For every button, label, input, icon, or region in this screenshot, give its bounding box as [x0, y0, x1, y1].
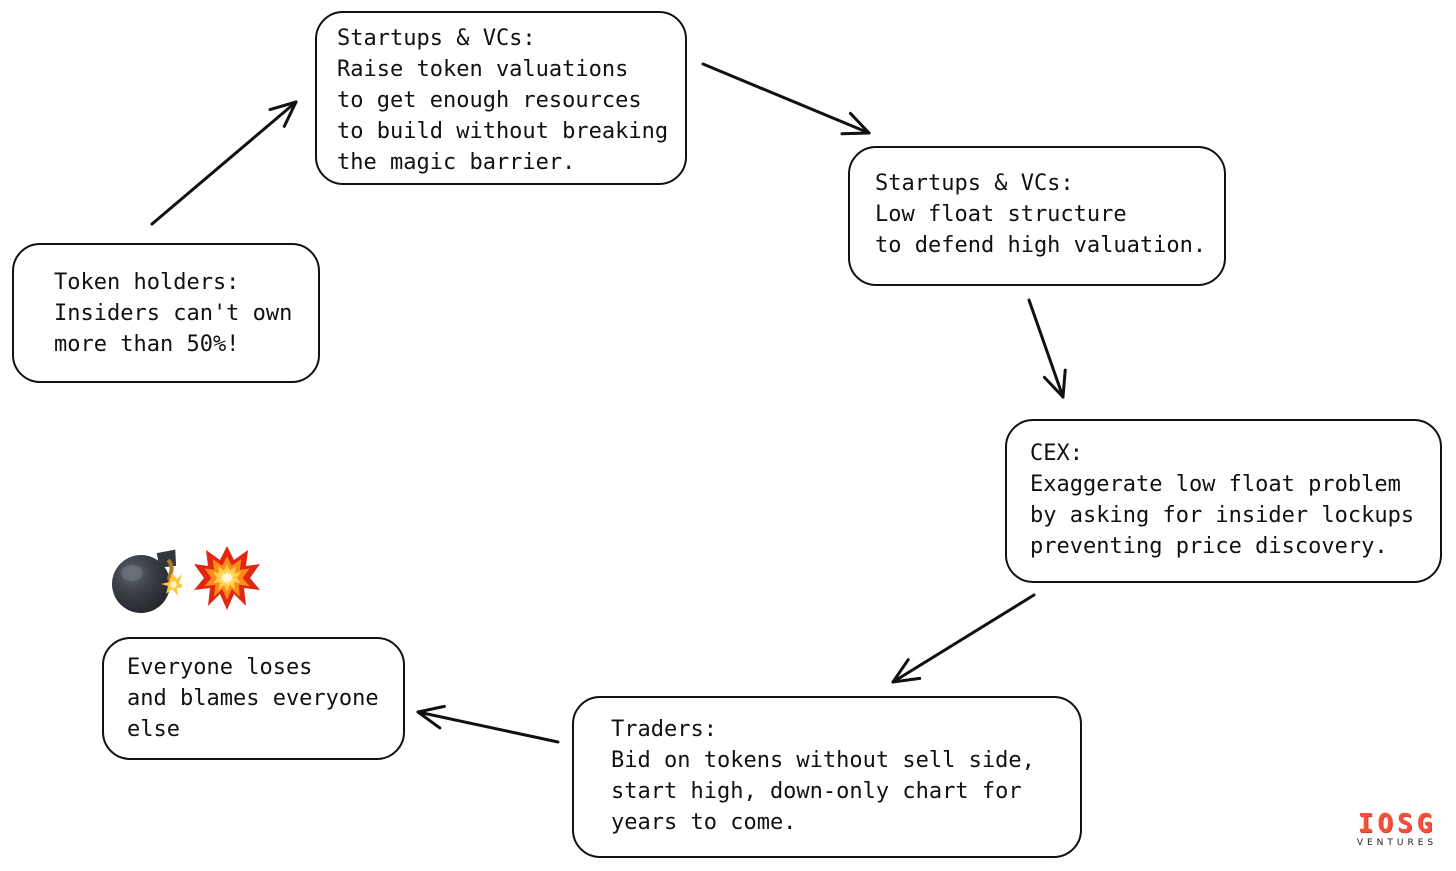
flow-arrow: [891, 593, 1036, 684]
bomb-icon: [112, 549, 182, 613]
node-text-line: else: [127, 717, 180, 742]
node-text-line: Insiders can't own: [54, 301, 293, 326]
flow-arrow: [150, 100, 298, 226]
node-text-line: Exaggerate low float problem: [1030, 472, 1401, 497]
node-text-line: to defend high valuation.: [875, 233, 1207, 258]
node-text-line: and blames everyone: [127, 686, 379, 711]
flow-arrow: [1027, 298, 1067, 399]
node-text-line: to get enough resources: [337, 88, 642, 113]
node-startups-raise-valuations: Startups & VCs: Raise token valuations t…: [315, 11, 687, 185]
flow-arrow: [416, 704, 560, 744]
node-text-line: Traders:: [611, 717, 717, 742]
node-text-line: by asking for insider lockups: [1030, 503, 1415, 528]
flow-arrow: [701, 62, 871, 136]
node-text-line: more than 50%!: [54, 332, 240, 357]
node-everyone-loses: Everyone loses and blames everyone else: [102, 637, 405, 760]
explosion-icon: [194, 546, 260, 610]
node-text-line: Low float structure: [875, 202, 1127, 227]
node-text-line: years to come.: [611, 810, 797, 835]
node-startups-low-float: Startups & VCs: Low float structure to d…: [848, 146, 1226, 286]
node-traders-bid: Traders: Bid on tokens without sell side…: [572, 696, 1082, 858]
node-text-line: start high, down-only chart for: [611, 779, 1022, 804]
logo-subtitle: VENTURES: [1356, 838, 1438, 848]
logo-wordmark: IOSG: [1357, 809, 1437, 839]
node-text-line: Startups & VCs:: [337, 26, 536, 51]
node-text-line: to build without breaking: [337, 119, 669, 144]
node-text-line: Startups & VCs:: [875, 171, 1074, 196]
node-text-line: Raise token valuations: [337, 57, 629, 82]
node-token-holders: Token holders: Insiders can't own more t…: [12, 243, 320, 383]
iosg-ventures-logo: IOSG VENTURES: [1352, 810, 1442, 849]
node-text-line: Bid on tokens without sell side,: [611, 748, 1035, 773]
explosion-emoji-group: [108, 538, 268, 618]
node-text-line: Token holders:: [54, 270, 240, 295]
node-text-line: preventing price discovery.: [1030, 534, 1388, 559]
node-text-line: Everyone loses: [127, 655, 313, 680]
node-cex-lockups: CEX: Exaggerate low float problem by ask…: [1005, 419, 1442, 583]
node-text-line: CEX:: [1030, 441, 1083, 466]
node-text-line: the magic barrier.: [337, 150, 576, 175]
